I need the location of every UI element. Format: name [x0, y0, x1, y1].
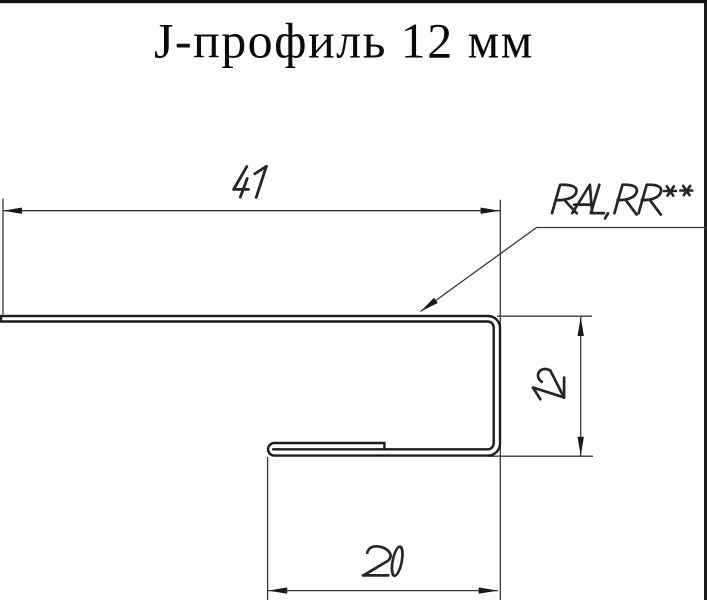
svg-text:J-профиль 12 мм: J-профиль 12 мм	[154, 13, 534, 69]
